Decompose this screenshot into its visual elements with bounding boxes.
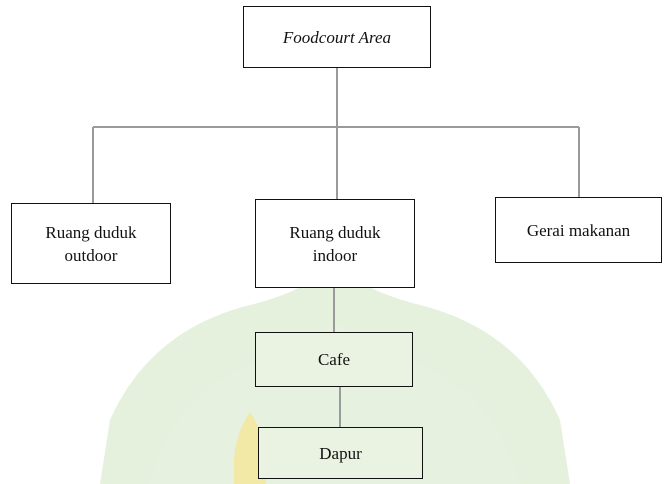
node-dapur-label: Dapur [319, 443, 362, 463]
node-ruang-duduk-outdoor: Ruang duduk outdoor [11, 203, 171, 284]
node-dapur: Dapur [258, 427, 423, 479]
node-gerai-makanan-label: Gerai makanan [526, 220, 631, 240]
node-cafe-label: Cafe [317, 350, 351, 369]
node-ruang-duduk-indoor-label: Ruang duduk indoor [289, 222, 381, 265]
node-ruang-duduk-indoor: Ruang duduk indoor [255, 199, 415, 288]
node-ruang-duduk-outdoor-label: Ruang duduk outdoor [45, 222, 137, 265]
node-foodcourt-area: Foodcourt Area [243, 6, 431, 68]
node-gerai-makanan: Gerai makanan [495, 197, 662, 263]
node-cafe: Cafe [255, 332, 413, 387]
node-foodcourt-area-label: Foodcourt Area [282, 27, 392, 47]
